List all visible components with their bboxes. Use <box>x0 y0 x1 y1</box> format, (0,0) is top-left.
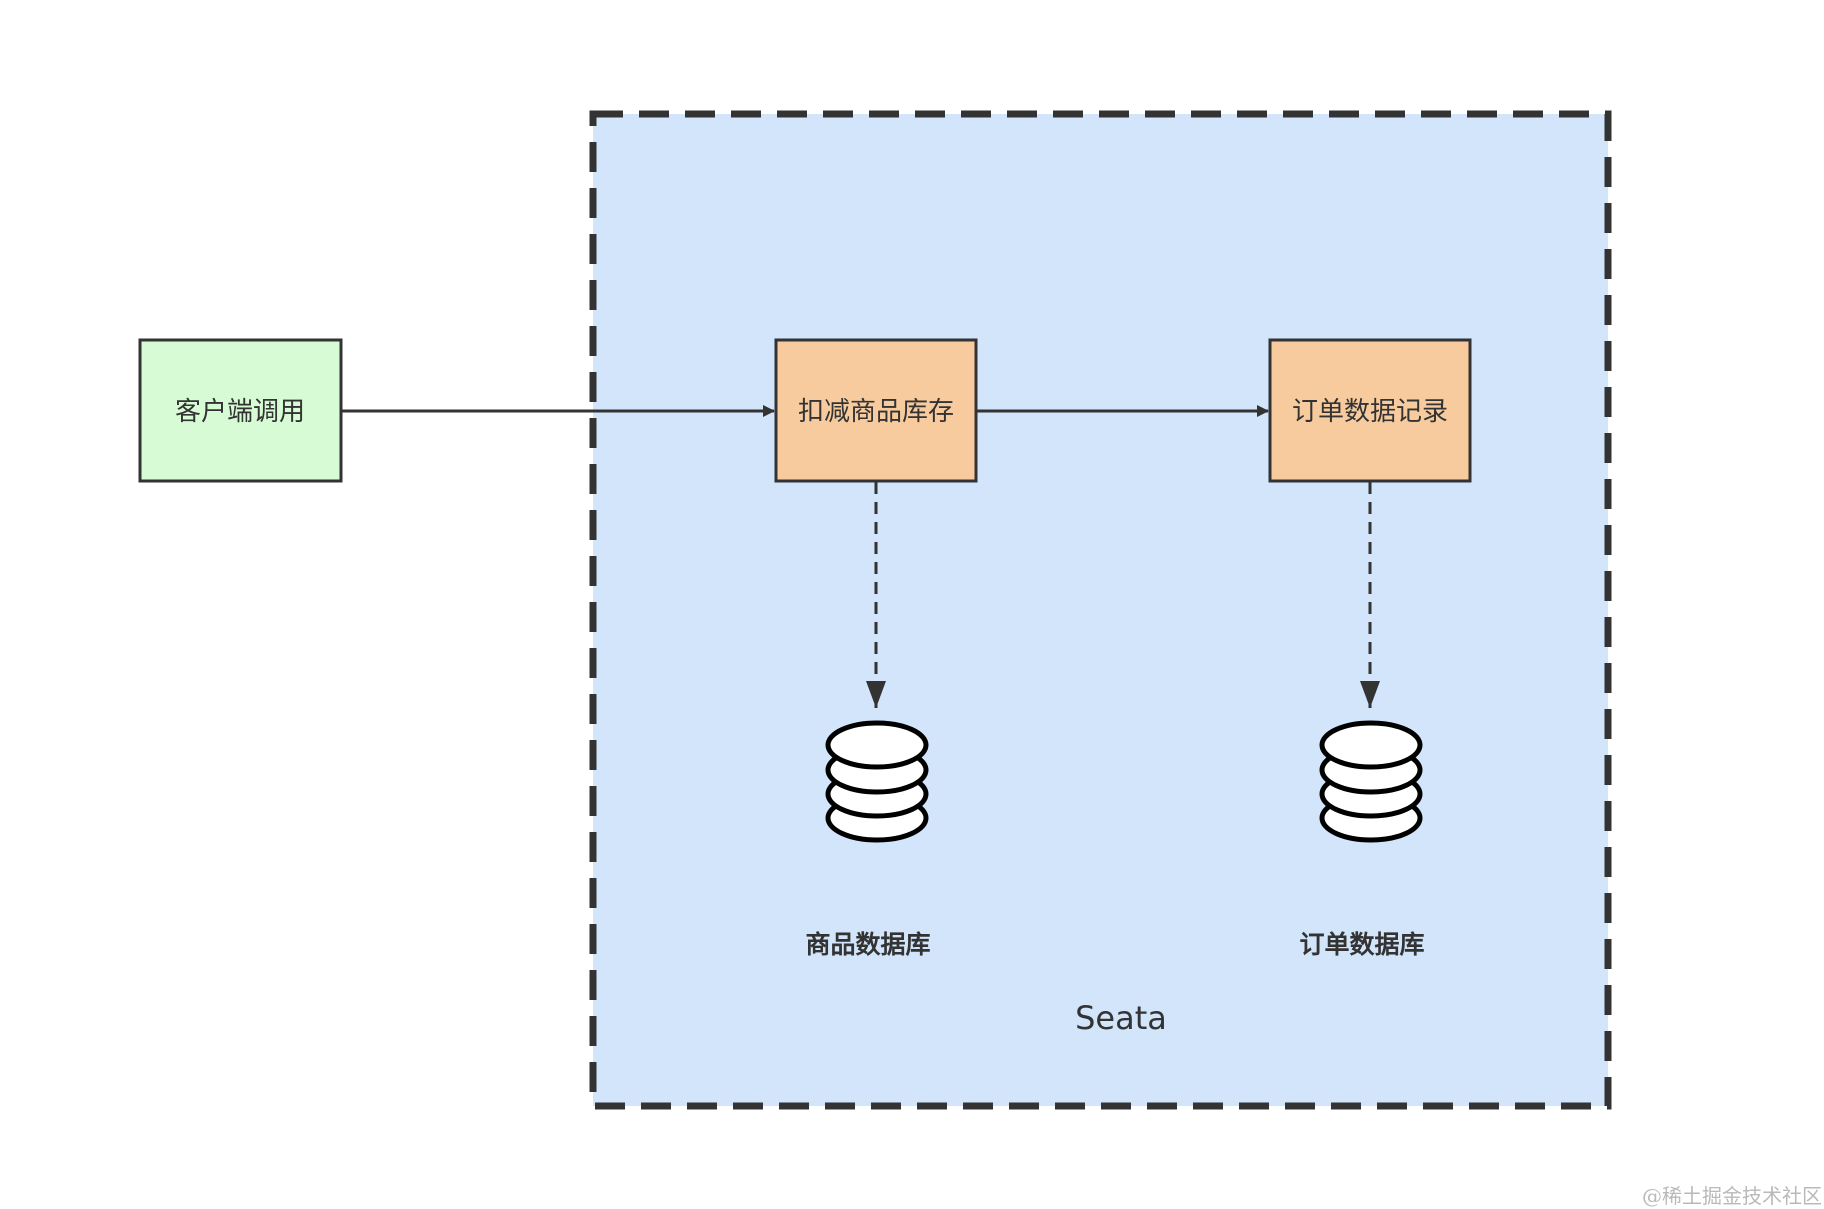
product-db-label: 商品数据库 <box>805 930 930 959</box>
seata-group-background <box>589 110 1612 1110</box>
order-record-node-box <box>1268 338 1472 483</box>
deduct-stock-node-label: 扣减商品库存 <box>798 397 954 427</box>
order-db-node[interactable]: 订单数据库 <box>1299 720 1425 959</box>
client-node[interactable]: 客户端调用 <box>138 338 343 483</box>
order-record-node[interactable]: 订单数据记录 <box>1268 338 1472 483</box>
order-record-node-label: 订单数据记录 <box>1292 397 1448 427</box>
watermark: @稀土掘金技术社区 <box>1642 1184 1822 1208</box>
database-icon <box>825 720 929 843</box>
product-db-node[interactable]: 商品数据库 <box>805 720 931 959</box>
order-db-label: 订单数据库 <box>1299 930 1424 959</box>
database-icon <box>1319 720 1423 843</box>
seata-group-label: Seata <box>1075 999 1167 1037</box>
edges <box>342 405 1380 708</box>
seata-group: Seata <box>589 110 1612 1110</box>
deduct-stock-node[interactable]: 扣减商品库存 <box>774 338 978 483</box>
client-node-label: 客户端调用 <box>175 397 305 427</box>
client-node-box <box>138 338 343 483</box>
deduct-stock-node-box <box>774 338 978 483</box>
